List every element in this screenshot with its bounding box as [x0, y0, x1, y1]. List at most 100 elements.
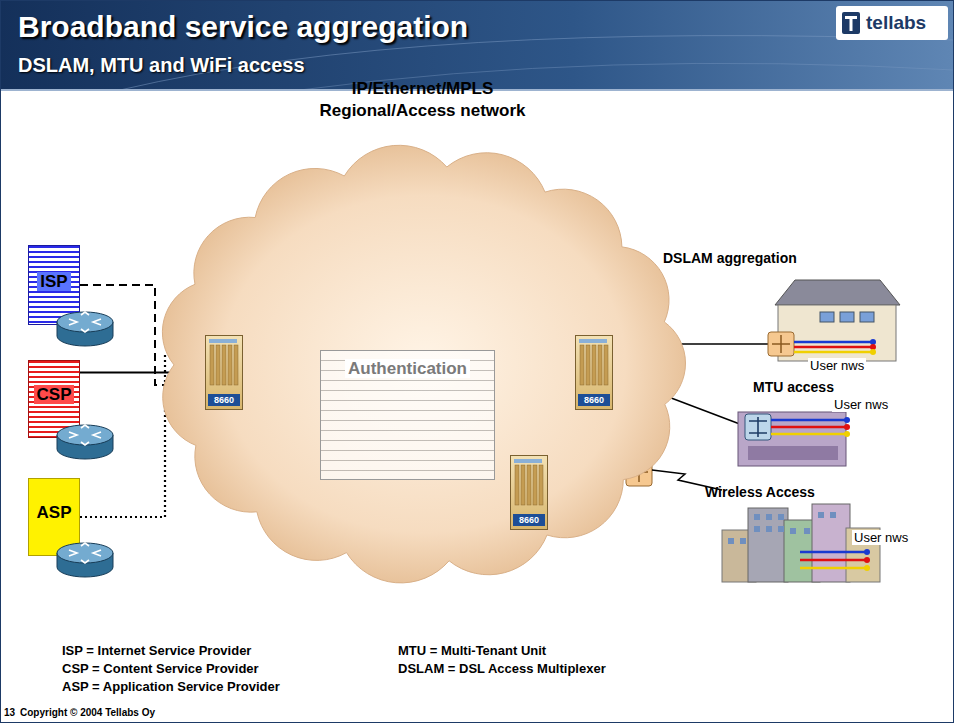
user-networks-label: User nws [852, 530, 910, 545]
label-patch: ISP [37, 272, 70, 291]
authentication-box: Authentication [320, 350, 495, 480]
decor-circle [844, 424, 850, 430]
decor-rect [234, 345, 238, 385]
decor-rect [812, 504, 850, 582]
label-patch: Authentication [345, 359, 470, 378]
section-label: Wireless Access [705, 484, 815, 500]
router-icon [55, 306, 115, 352]
decor-rect [604, 345, 608, 385]
decor-rect [860, 312, 874, 322]
box-label: Authentication [321, 359, 494, 379]
decor-rect [539, 465, 543, 505]
model-number: 8660 [208, 394, 240, 406]
decor-path [69, 543, 101, 563]
decor-rect [830, 512, 836, 518]
decor-rect [748, 446, 838, 460]
logo-mark [845, 16, 857, 31]
decor-circle [870, 349, 876, 355]
label-patch: ASP [34, 503, 75, 522]
decor-rect [766, 514, 772, 520]
decor-rect [754, 514, 760, 520]
logo-mark [842, 12, 860, 34]
model-number: 8660 [513, 514, 545, 526]
user-networks-label: User nws [832, 397, 890, 412]
chassis-slots [512, 459, 544, 509]
decor-rect [222, 345, 226, 385]
decor-path [775, 280, 900, 305]
decor-rect [210, 345, 214, 385]
decor-circle [844, 431, 850, 437]
decor-line [794, 351, 872, 354]
decor-rect [790, 528, 796, 534]
slide-title: Broadband service aggregation [18, 10, 468, 44]
decor-line [771, 426, 846, 429]
logo-plate [836, 6, 948, 40]
decor-line [800, 551, 866, 554]
router-chassis: 8660 [575, 335, 613, 410]
decor-path [749, 417, 767, 437]
decor-rect [740, 538, 746, 544]
section-label: MTU access [753, 379, 834, 395]
network-cloud: IP/Ethernet/MPLS Regional/Access network… [150, 72, 695, 577]
abbreviation-note: ASP = Application Service Provider [62, 679, 280, 694]
decor-path [69, 425, 101, 445]
decor-rect [592, 345, 596, 385]
decor-rect [766, 526, 772, 532]
network-heading: IP/Ethernet/MPLS Regional/Access network [298, 78, 548, 122]
abbreviation-note: MTU = Multi-Tenant Unit [398, 643, 546, 658]
decor-circle [864, 549, 870, 555]
box-label: ISP [29, 272, 79, 292]
copyright-note: Copyright © 2004 Tellabs Oy [20, 707, 155, 718]
decor-rect [598, 345, 602, 385]
decor-line [771, 419, 846, 422]
decor-rect [768, 332, 794, 356]
user-networks-label: User nws [808, 358, 866, 373]
decor-line [800, 559, 866, 562]
decor-circle [864, 557, 870, 563]
box-label: ASP [29, 503, 79, 523]
cloud-shape [162, 145, 685, 583]
decor-rect [738, 412, 846, 466]
router-icon [55, 537, 115, 583]
decor-rect [521, 465, 525, 505]
decor-rect [728, 538, 734, 544]
decor-line [794, 341, 872, 344]
decor-ellipse [57, 543, 113, 563]
decor-rect [515, 465, 519, 505]
decor-rect [586, 345, 590, 385]
label-patch: CSP [34, 385, 75, 404]
decor-rect [228, 345, 232, 385]
cloud-outline [150, 72, 695, 577]
decor-rect [754, 526, 760, 532]
model-number: 8660 [578, 394, 610, 406]
router-chassis: 8660 [510, 455, 548, 530]
decor-rect [527, 465, 531, 505]
chassis-slots [577, 339, 609, 389]
chassis-slots [207, 339, 239, 389]
decor-rect [514, 459, 542, 463]
decor-path [69, 312, 101, 332]
decor-rect [804, 528, 810, 534]
decor-rect [579, 339, 607, 343]
box-label: CSP [29, 385, 79, 405]
decor-line [794, 346, 872, 349]
decor-rect [216, 345, 220, 385]
decor-rect [778, 514, 784, 520]
decor-path [772, 335, 790, 353]
service-provider-box: CSP [28, 360, 80, 438]
abbreviation-note: DSLAM = DSL Access Multiplexer [398, 661, 606, 676]
logo-text: tellabs [866, 12, 926, 34]
decor-rect [778, 305, 896, 361]
section-label: DSLAM aggregation [663, 250, 797, 266]
decor-rect [820, 312, 834, 322]
decor-line [800, 567, 866, 570]
decor-g [728, 512, 836, 544]
decor-rect [840, 312, 854, 322]
service-provider-box: ASP [28, 478, 80, 556]
decor-rect [745, 414, 771, 440]
decor-ellipse [57, 425, 113, 445]
decor-circle [864, 565, 870, 571]
decor-rect [818, 512, 824, 518]
